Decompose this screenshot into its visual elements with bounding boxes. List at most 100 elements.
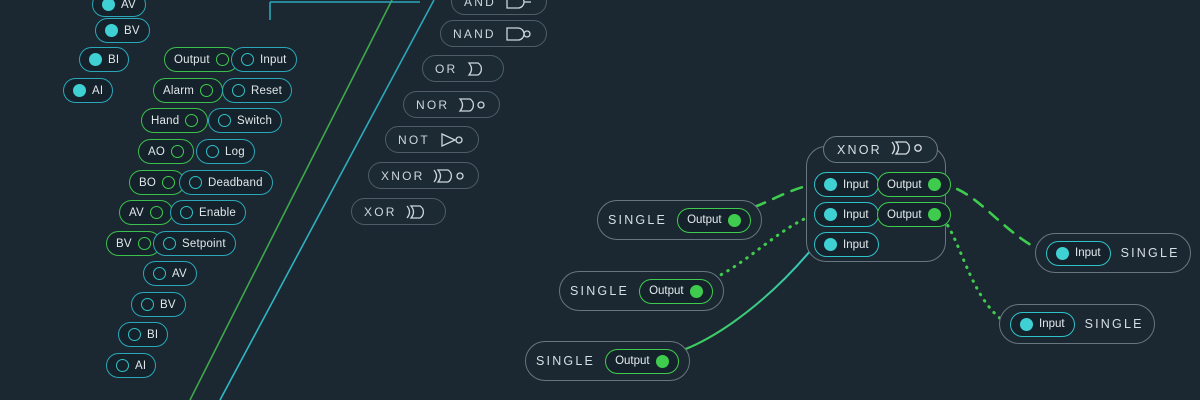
- port-dot-icon: [200, 84, 214, 97]
- palette-pill-bv-1[interactable]: BV: [95, 18, 150, 43]
- port-dot-icon: [171, 145, 185, 158]
- palette-pill-bi-hollow[interactable]: BI: [118, 322, 169, 347]
- palette-gate-xor[interactable]: XOR: [351, 198, 446, 225]
- port-label: Output: [649, 285, 684, 297]
- palette-gate-not[interactable]: NOT: [385, 126, 479, 153]
- port-dot-icon: [153, 267, 166, 280]
- port-dot-icon: [927, 208, 941, 221]
- node-title: SINGLE: [608, 213, 668, 227]
- port-label: Input: [843, 208, 869, 221]
- palette-pill-log[interactable]: Log: [196, 139, 255, 164]
- node-single-source-2[interactable]: SINGLE Output: [559, 271, 724, 311]
- palette-pill-output[interactable]: Output: [164, 47, 239, 72]
- port-dot-icon: [149, 206, 163, 219]
- port-label: Output: [887, 178, 922, 191]
- palette-pill-ao[interactable]: AO: [138, 139, 195, 164]
- pill-label: Alarm: [163, 84, 195, 97]
- palette-gate-nor[interactable]: NOR: [403, 91, 501, 118]
- palette-pill-bv-green[interactable]: BV: [106, 231, 161, 256]
- xor-gate-icon: [405, 204, 433, 220]
- port-label: Output: [615, 355, 650, 367]
- port-dot-icon: [73, 84, 86, 97]
- pill-label: Input: [260, 53, 287, 66]
- xnor-gate-icon: [890, 140, 924, 159]
- port-dot-icon: [206, 145, 219, 158]
- not-gate-icon: [438, 132, 466, 148]
- palette-pill-deadband[interactable]: Deadband: [179, 170, 273, 195]
- node-xnor-output-1[interactable]: Output: [877, 172, 951, 197]
- node-single-target-2[interactable]: Input SINGLE: [999, 304, 1155, 344]
- palette-pill-bo[interactable]: BO: [129, 170, 186, 195]
- gate-label: NOR: [416, 97, 450, 112]
- palette-gate-or[interactable]: OR: [422, 55, 505, 82]
- port-dot-icon: [232, 84, 245, 97]
- output-port[interactable]: Output: [677, 207, 751, 233]
- pill-label: BV: [116, 237, 132, 250]
- port-dot-icon: [189, 176, 202, 189]
- node-title: SINGLE: [1120, 246, 1180, 260]
- palette-pill-av-top[interactable]: AV: [92, 0, 146, 17]
- palette-pill-alarm[interactable]: Alarm: [153, 78, 224, 103]
- port-dot-icon: [824, 178, 837, 191]
- gate-label: OR: [435, 61, 458, 76]
- port-dot-icon: [185, 114, 199, 127]
- pill-label: Hand: [151, 114, 180, 127]
- palette-gate-nand[interactable]: NAND: [440, 20, 547, 47]
- palette-pill-av-hollow[interactable]: AV: [143, 261, 197, 286]
- port-dot-icon: [241, 53, 254, 66]
- palette-pill-bv-hollow[interactable]: BV: [131, 292, 186, 317]
- palette-pill-setpoint[interactable]: Setpoint: [153, 231, 236, 256]
- node-xnor-input-2[interactable]: Input: [814, 202, 879, 227]
- port-dot-icon: [218, 114, 231, 127]
- node-xnor-output-2[interactable]: Output: [877, 202, 951, 227]
- port-label: Output: [887, 208, 922, 221]
- palette-pill-ai-1[interactable]: AI: [63, 78, 114, 103]
- node-xnor-input-1[interactable]: Input: [814, 172, 879, 197]
- node-title: SINGLE: [536, 354, 596, 368]
- node-single-source-1[interactable]: SINGLE Output: [597, 200, 762, 240]
- palette-gate-xnor[interactable]: XNOR: [368, 162, 480, 189]
- palette-pill-av-green[interactable]: AV: [119, 200, 173, 225]
- palette-pill-enable[interactable]: Enable: [170, 200, 247, 225]
- input-port[interactable]: Input: [1010, 311, 1075, 337]
- port-dot-icon: [162, 176, 176, 189]
- palette-gate-and[interactable]: AND: [451, 0, 547, 15]
- nand-gate-icon: [504, 26, 534, 42]
- palette-pill-ai-hollow[interactable]: AI: [106, 353, 157, 378]
- input-port[interactable]: Input: [1046, 240, 1111, 266]
- palette-pill-input[interactable]: Input: [231, 47, 297, 72]
- gate-label: XOR: [364, 204, 397, 219]
- port-dot-icon: [824, 238, 837, 251]
- palette-pill-reset[interactable]: Reset: [222, 78, 293, 103]
- port-dot-icon: [1020, 317, 1033, 331]
- port-dot-icon: [180, 206, 193, 219]
- palette-pill-bi-1[interactable]: BI: [79, 47, 130, 72]
- port-dot-icon: [102, 0, 115, 11]
- port-label: Input: [843, 238, 869, 251]
- pill-label: BO: [139, 176, 157, 189]
- pill-label: BI: [108, 53, 120, 66]
- pill-label: AI: [92, 84, 104, 97]
- node-single-target-1[interactable]: Input SINGLE: [1035, 233, 1191, 273]
- port-dot-icon: [163, 237, 176, 250]
- pill-label: AV: [129, 206, 144, 219]
- palette-pill-switch[interactable]: Switch: [208, 108, 283, 133]
- node-single-source-3[interactable]: SINGLE Output: [525, 341, 690, 381]
- gate-label: XNOR: [381, 168, 425, 183]
- node-xnor-title-pill[interactable]: XNOR: [823, 136, 938, 163]
- output-port[interactable]: Output: [605, 348, 679, 374]
- palette-pill-hand[interactable]: Hand: [141, 108, 209, 133]
- node-xnor-input-3[interactable]: Input: [814, 232, 879, 257]
- pill-label: Enable: [199, 206, 237, 219]
- port-dot-icon: [141, 298, 154, 311]
- pill-label: Setpoint: [182, 237, 226, 250]
- pill-label: BV: [160, 298, 176, 311]
- node-title: SINGLE: [1084, 317, 1144, 331]
- port-label: Input: [1039, 318, 1065, 330]
- output-port[interactable]: Output: [639, 278, 713, 304]
- node-title: XNOR: [837, 142, 882, 157]
- port-dot-icon: [655, 354, 669, 368]
- gate-label: AND: [464, 0, 496, 9]
- pill-label: BI: [147, 328, 159, 341]
